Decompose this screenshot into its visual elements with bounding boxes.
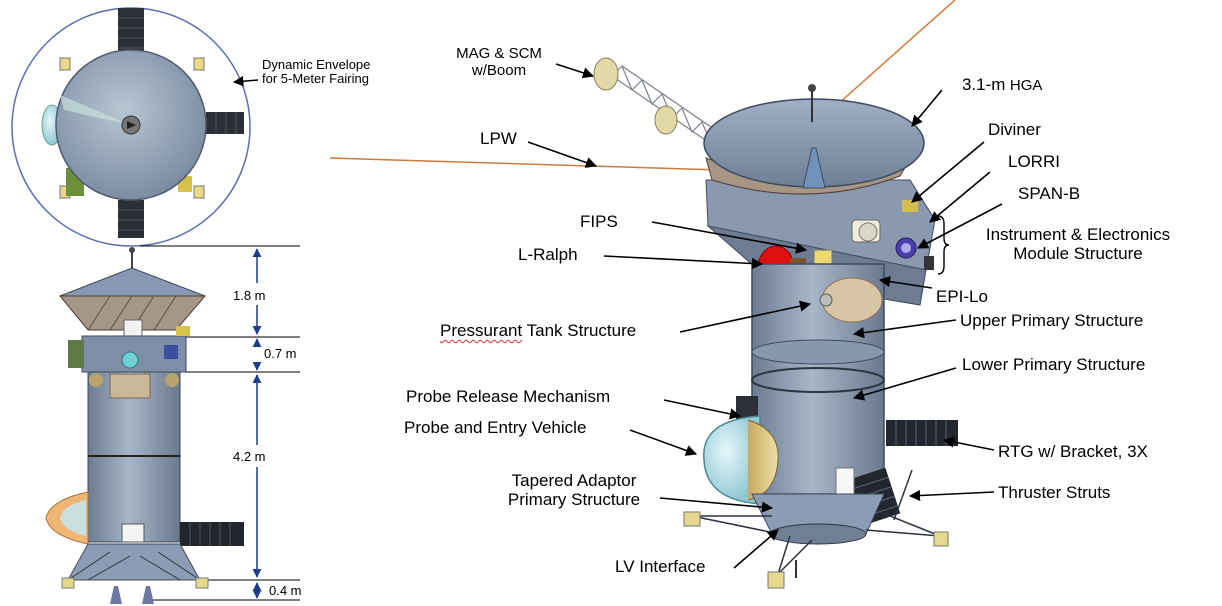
label-mag-scm: MAG & SCM w/Boom — [456, 45, 542, 79]
thruster-struts — [691, 469, 941, 575]
dimension-label-adaptor: 0.4 m — [269, 583, 302, 598]
label-epi-lo: EPI-Lo — [936, 287, 988, 306]
label-hga: 3.1-m HGA — [962, 75, 1043, 95]
hga-side — [59, 267, 206, 297]
label-lorri: LORRI — [1008, 152, 1060, 171]
label-lpw: LPW — [480, 129, 517, 148]
arrow-icon — [733, 529, 779, 569]
dimension-label-primary: 4.2 m — [233, 449, 266, 464]
leader-lines — [527, 63, 1003, 569]
arrow-icon — [659, 497, 774, 513]
label-hga-name: HGA — [1009, 77, 1043, 94]
label-rtg: RTG w/ Bracket, 3X — [998, 442, 1148, 461]
dimension-label-hga: 1.8 m — [233, 288, 266, 303]
rtg-top-east — [206, 112, 244, 134]
arrow-icon — [911, 89, 943, 127]
label-tapered-adaptor: Tapered Adaptor Primary Structure — [507, 471, 641, 509]
lpw-boom-upper — [837, 0, 956, 105]
arrow-icon — [911, 141, 985, 203]
dimension-label-iem: 0.7 m — [264, 346, 297, 361]
envelope-label: Dynamic Envelope for 5-Meter Fairing — [262, 57, 371, 87]
scm-sensor — [654, 105, 678, 135]
label-iem: Instrument & Electronics Module Structur… — [985, 225, 1171, 263]
arrow-icon — [942, 436, 995, 451]
label-probe-entry: Probe and Entry Vehicle — [404, 418, 587, 437]
foot-pad — [193, 185, 205, 199]
arrow-icon — [651, 221, 808, 254]
arrow-icon — [917, 203, 1003, 249]
main-spacecraft — [329, 0, 958, 589]
span-b-instrument — [902, 200, 918, 212]
lpw-boom — [329, 157, 721, 171]
label-span-b: SPAN-B — [1018, 184, 1081, 203]
label-upper-primary: Upper Primary Structure — [960, 311, 1144, 330]
label-pressurant-word: Pressurant — [440, 321, 523, 340]
foot-pad — [59, 57, 71, 71]
fips-instrument — [813, 249, 833, 265]
label-fips: FIPS — [580, 212, 618, 231]
probe-entry-vehicle — [703, 415, 761, 505]
label-lower-primary: Lower Primary Structure — [962, 355, 1146, 374]
label-probe-release: Probe Release Mechanism — [406, 387, 611, 406]
label-l-ralph: L-Ralph — [518, 245, 578, 264]
arrow-icon — [852, 319, 957, 339]
label-pressurant-tank: Pressurant Tank Structure — [440, 321, 637, 341]
arrow-icon — [629, 429, 698, 456]
probe-release-mechanism — [736, 396, 758, 422]
arrow-icon — [929, 171, 991, 223]
arrow-icon — [852, 367, 957, 401]
label-pressurant-rest: Tank Structure — [522, 321, 637, 340]
adaptor-side — [67, 543, 201, 581]
label-diviner: Diviner — [988, 120, 1041, 139]
foot-pad — [193, 57, 205, 71]
rtg-side — [180, 522, 244, 546]
label-lv-interface: LV Interface — [615, 557, 706, 576]
label-hga-size: 3.1-m — [962, 75, 1006, 94]
arrow-icon — [232, 75, 259, 87]
rtg-top-south — [118, 200, 144, 238]
side-view — [45, 245, 300, 604]
arrow-icon — [527, 141, 598, 168]
arrow-icon — [679, 300, 812, 333]
arrow-icon — [603, 255, 764, 270]
arrow-icon — [555, 63, 595, 79]
arrow-icon — [908, 489, 995, 502]
label-thruster-struts: Thruster Struts — [998, 483, 1111, 502]
top-view — [11, 7, 251, 247]
mag-sensor — [593, 57, 619, 91]
arrow-icon — [663, 399, 742, 420]
iem-bracket — [937, 215, 950, 275]
arrow-icon — [878, 275, 933, 289]
